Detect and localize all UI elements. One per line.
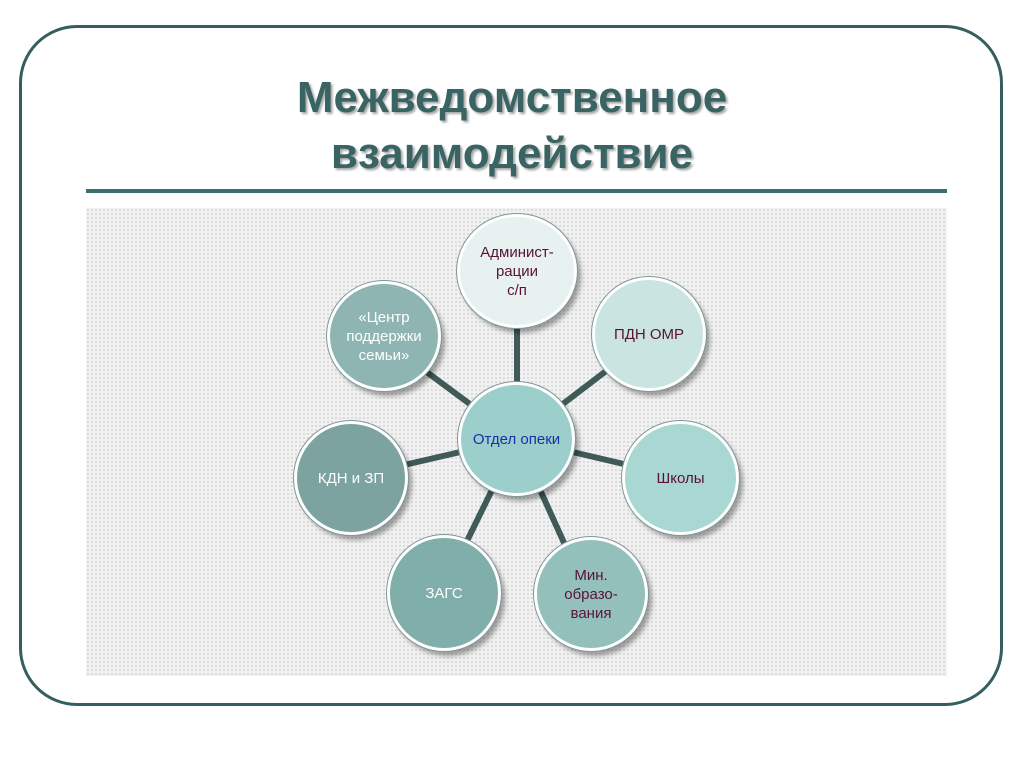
slide-title-line-1: Межведомственное bbox=[296, 73, 728, 122]
node-label: Админист- рации с/п bbox=[480, 243, 554, 299]
node-pdn-omr: ПДН ОМР bbox=[592, 277, 706, 391]
slide-title-line-2: взаимодействие bbox=[330, 129, 694, 178]
node-family-support-center: «Центр поддержки семьи» bbox=[327, 281, 441, 391]
node-label: ПДН ОМР bbox=[613, 325, 685, 343]
node-ministry-education: Мин. образо- вания bbox=[534, 537, 648, 651]
node-label: Школы bbox=[656, 469, 705, 487]
node-guardianship-department: Отдел опеки bbox=[458, 382, 575, 496]
node-administrations: Админист- рации с/п bbox=[457, 214, 577, 328]
title-divider bbox=[86, 189, 947, 193]
slide-title: Межведомственное взаимодействие bbox=[0, 70, 1024, 182]
node-label: Мин. образо- вания bbox=[564, 566, 618, 622]
node-schools: Школы bbox=[622, 421, 739, 535]
node-label: «Центр поддержки семьи» bbox=[346, 308, 422, 364]
node-zags: ЗАГС bbox=[387, 535, 501, 651]
center-node-label: Отдел опеки bbox=[472, 430, 561, 448]
node-kdn-zp: КДН и ЗП bbox=[294, 421, 408, 535]
node-label: ЗАГС bbox=[425, 584, 463, 602]
node-label: КДН и ЗП bbox=[317, 469, 385, 487]
